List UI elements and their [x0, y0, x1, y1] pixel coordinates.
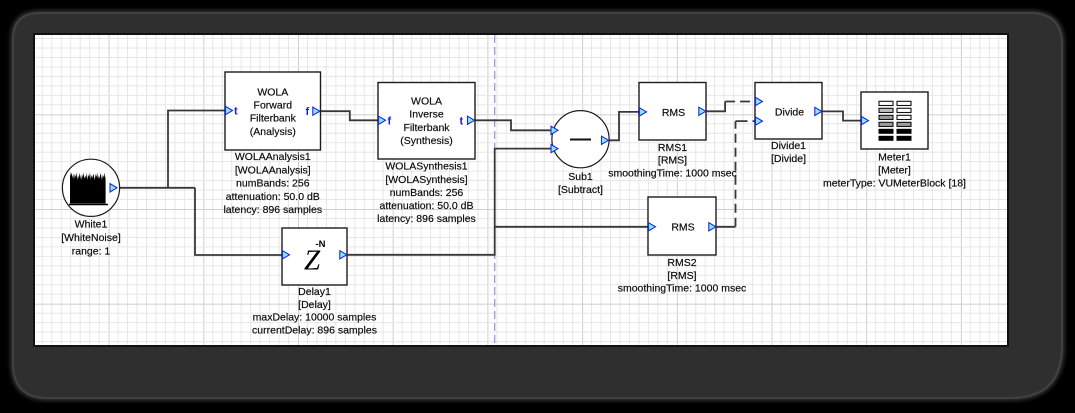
svg-text:currentDelay: 896 samples: currentDelay: 896 samples	[252, 325, 377, 337]
svg-text:attenuation: 50.0 dB: attenuation: 50.0 dB	[380, 200, 474, 212]
svg-text:[RMS]: [RMS]	[658, 155, 687, 167]
svg-text:WOLASynthesis1: WOLASynthesis1	[385, 161, 467, 173]
svg-text:[RMS]: [RMS]	[667, 270, 696, 282]
svg-text:[WOLASynthesis]: [WOLASynthesis]	[385, 174, 467, 186]
svg-text:Inverse: Inverse	[409, 109, 444, 121]
svg-text:(Synthesis): (Synthesis)	[400, 135, 453, 147]
svg-text:[WOLAAnalysis]: [WOLAAnalysis]	[235, 164, 311, 176]
svg-text:[WhiteNoise]: [WhiteNoise]	[61, 232, 121, 244]
svg-text:latency: 896 samples: latency: 896 samples	[223, 204, 322, 216]
svg-text:Filterbank: Filterbank	[403, 122, 450, 134]
svg-text:Delay1: Delay1	[298, 286, 331, 298]
svg-text:smoothingTime: 1000 msec: smoothingTime: 1000 msec	[618, 283, 747, 295]
svg-text:(Analysis): (Analysis)	[250, 126, 296, 138]
svg-text:Sub1: Sub1	[568, 171, 593, 183]
svg-text:[Subtract]: [Subtract]	[558, 184, 603, 196]
svg-text:meterType: VUMeterBlock [18]: meterType: VUMeterBlock [18]	[823, 178, 966, 190]
svg-text:WOLA: WOLA	[257, 86, 288, 98]
svg-text:latency: 896 samples: latency: 896 samples	[377, 213, 476, 225]
svg-text:WOLAAnalysis1: WOLAAnalysis1	[235, 151, 311, 163]
svg-text:f: f	[306, 106, 310, 118]
svg-text:WOLA: WOLA	[411, 96, 442, 108]
svg-text:RMS2: RMS2	[667, 257, 696, 269]
svg-text:numBands: 256: numBands: 256	[390, 187, 464, 199]
svg-text:range: 1: range: 1	[72, 245, 111, 257]
svg-text:t: t	[460, 115, 464, 127]
svg-text:Divide: Divide	[775, 106, 804, 118]
svg-text:t: t	[234, 106, 238, 118]
svg-text:[Divide]: [Divide]	[771, 153, 806, 165]
svg-text:Divide1: Divide1	[771, 140, 806, 152]
svg-text:attenuation: 50.0 dB: attenuation: 50.0 dB	[226, 191, 320, 203]
svg-text:[Delay]: [Delay]	[298, 299, 331, 311]
svg-text:Filterbank: Filterbank	[250, 113, 297, 125]
svg-text:White1: White1	[75, 219, 108, 231]
svg-text:-N: -N	[316, 239, 326, 250]
svg-text:smoothingTime: 1000 msec: smoothingTime: 1000 msec	[608, 168, 737, 180]
svg-text:[Meter]: [Meter]	[878, 165, 911, 177]
svg-text:RMS: RMS	[662, 107, 685, 119]
svg-text:RMS1: RMS1	[658, 142, 687, 154]
svg-text:Z: Z	[304, 245, 321, 277]
svg-text:f: f	[388, 115, 392, 127]
svg-text:RMS: RMS	[671, 222, 694, 234]
svg-text:numBands: 256: numBands: 256	[236, 178, 310, 190]
svg-text:Meter1: Meter1	[878, 152, 911, 164]
svg-text:maxDelay: 10000 samples: maxDelay: 10000 samples	[253, 312, 377, 324]
svg-text:Forward: Forward	[254, 100, 293, 112]
